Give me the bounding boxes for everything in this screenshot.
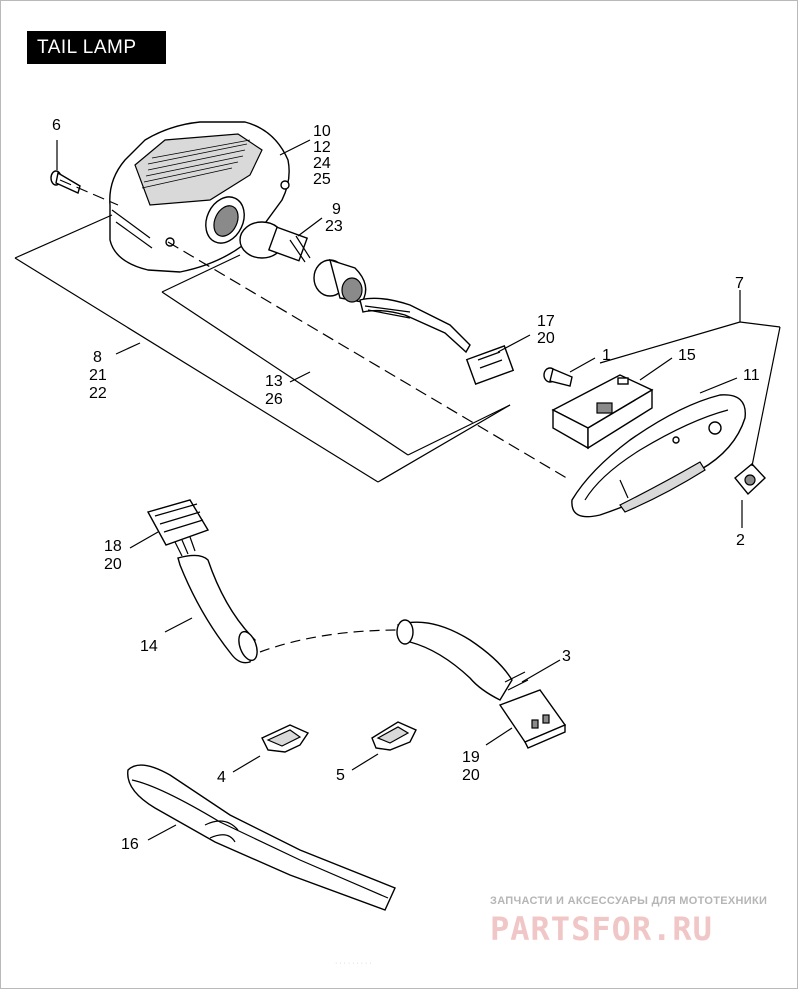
callout-11: 11 [743,367,760,384]
footer-text: · · · · · · · · · [335,960,372,967]
callout-13: 13 [265,373,283,390]
callout-14: 14 [140,638,158,655]
bulb-part-9 [239,221,311,263]
callout-20-a: 20 [537,330,555,347]
assembly-lines [14,179,781,483]
screw-part-1 [543,367,573,387]
nut-part-2 [734,463,766,528]
watermark-logo[interactable]: PARTSFOR.RU [490,910,713,948]
callout-24: 24 [313,155,331,172]
diagram-title: TAIL LAMP [27,31,166,64]
callout-2: 2 [736,532,745,549]
callout-5: 5 [336,767,345,784]
callout-16: 16 [121,836,139,853]
watermark-tagline: ЗАПЧАСТИ И АКСЕССУАРЫ ДЛЯ МОТОТЕХНИКИ [490,895,768,907]
callout-4: 4 [217,769,226,786]
socket-and-harness [313,258,515,385]
callout-1: 1 [602,347,611,364]
callout-22: 22 [89,385,107,402]
callout-20-c: 20 [462,767,480,784]
leader-lines [115,139,738,841]
clip-part-5 [371,721,417,751]
callout-9: 9 [332,201,341,218]
clip-part-4 [261,724,310,753]
callout-26: 26 [265,391,283,408]
callout-15: 15 [678,347,696,364]
callout-18: 18 [104,538,122,555]
harness-right [396,619,567,749]
screw-part-6 [50,140,81,194]
trim-part-16 [127,764,396,911]
callout-25: 25 [313,171,331,188]
callout-3: 3 [562,648,571,665]
callout-23: 23 [325,218,343,235]
callout-6: 6 [52,117,61,134]
callout-12: 12 [313,139,331,156]
bracket-part-15 [551,374,654,450]
lens-part-11 [571,394,746,518]
harness-part-14 [146,499,258,664]
callout-21: 21 [89,367,107,384]
callout-10: 10 [313,123,331,140]
callout-19: 19 [462,749,480,766]
callout-20-b: 20 [104,556,122,573]
callout-7: 7 [735,275,744,292]
callout-8: 8 [93,349,102,366]
lamp-housing-part-10 [109,121,290,273]
callout-17: 17 [537,313,555,330]
callout-labels: 6 10 12 24 25 9 23 7 17 20 1 15 11 8 21 … [52,117,760,853]
